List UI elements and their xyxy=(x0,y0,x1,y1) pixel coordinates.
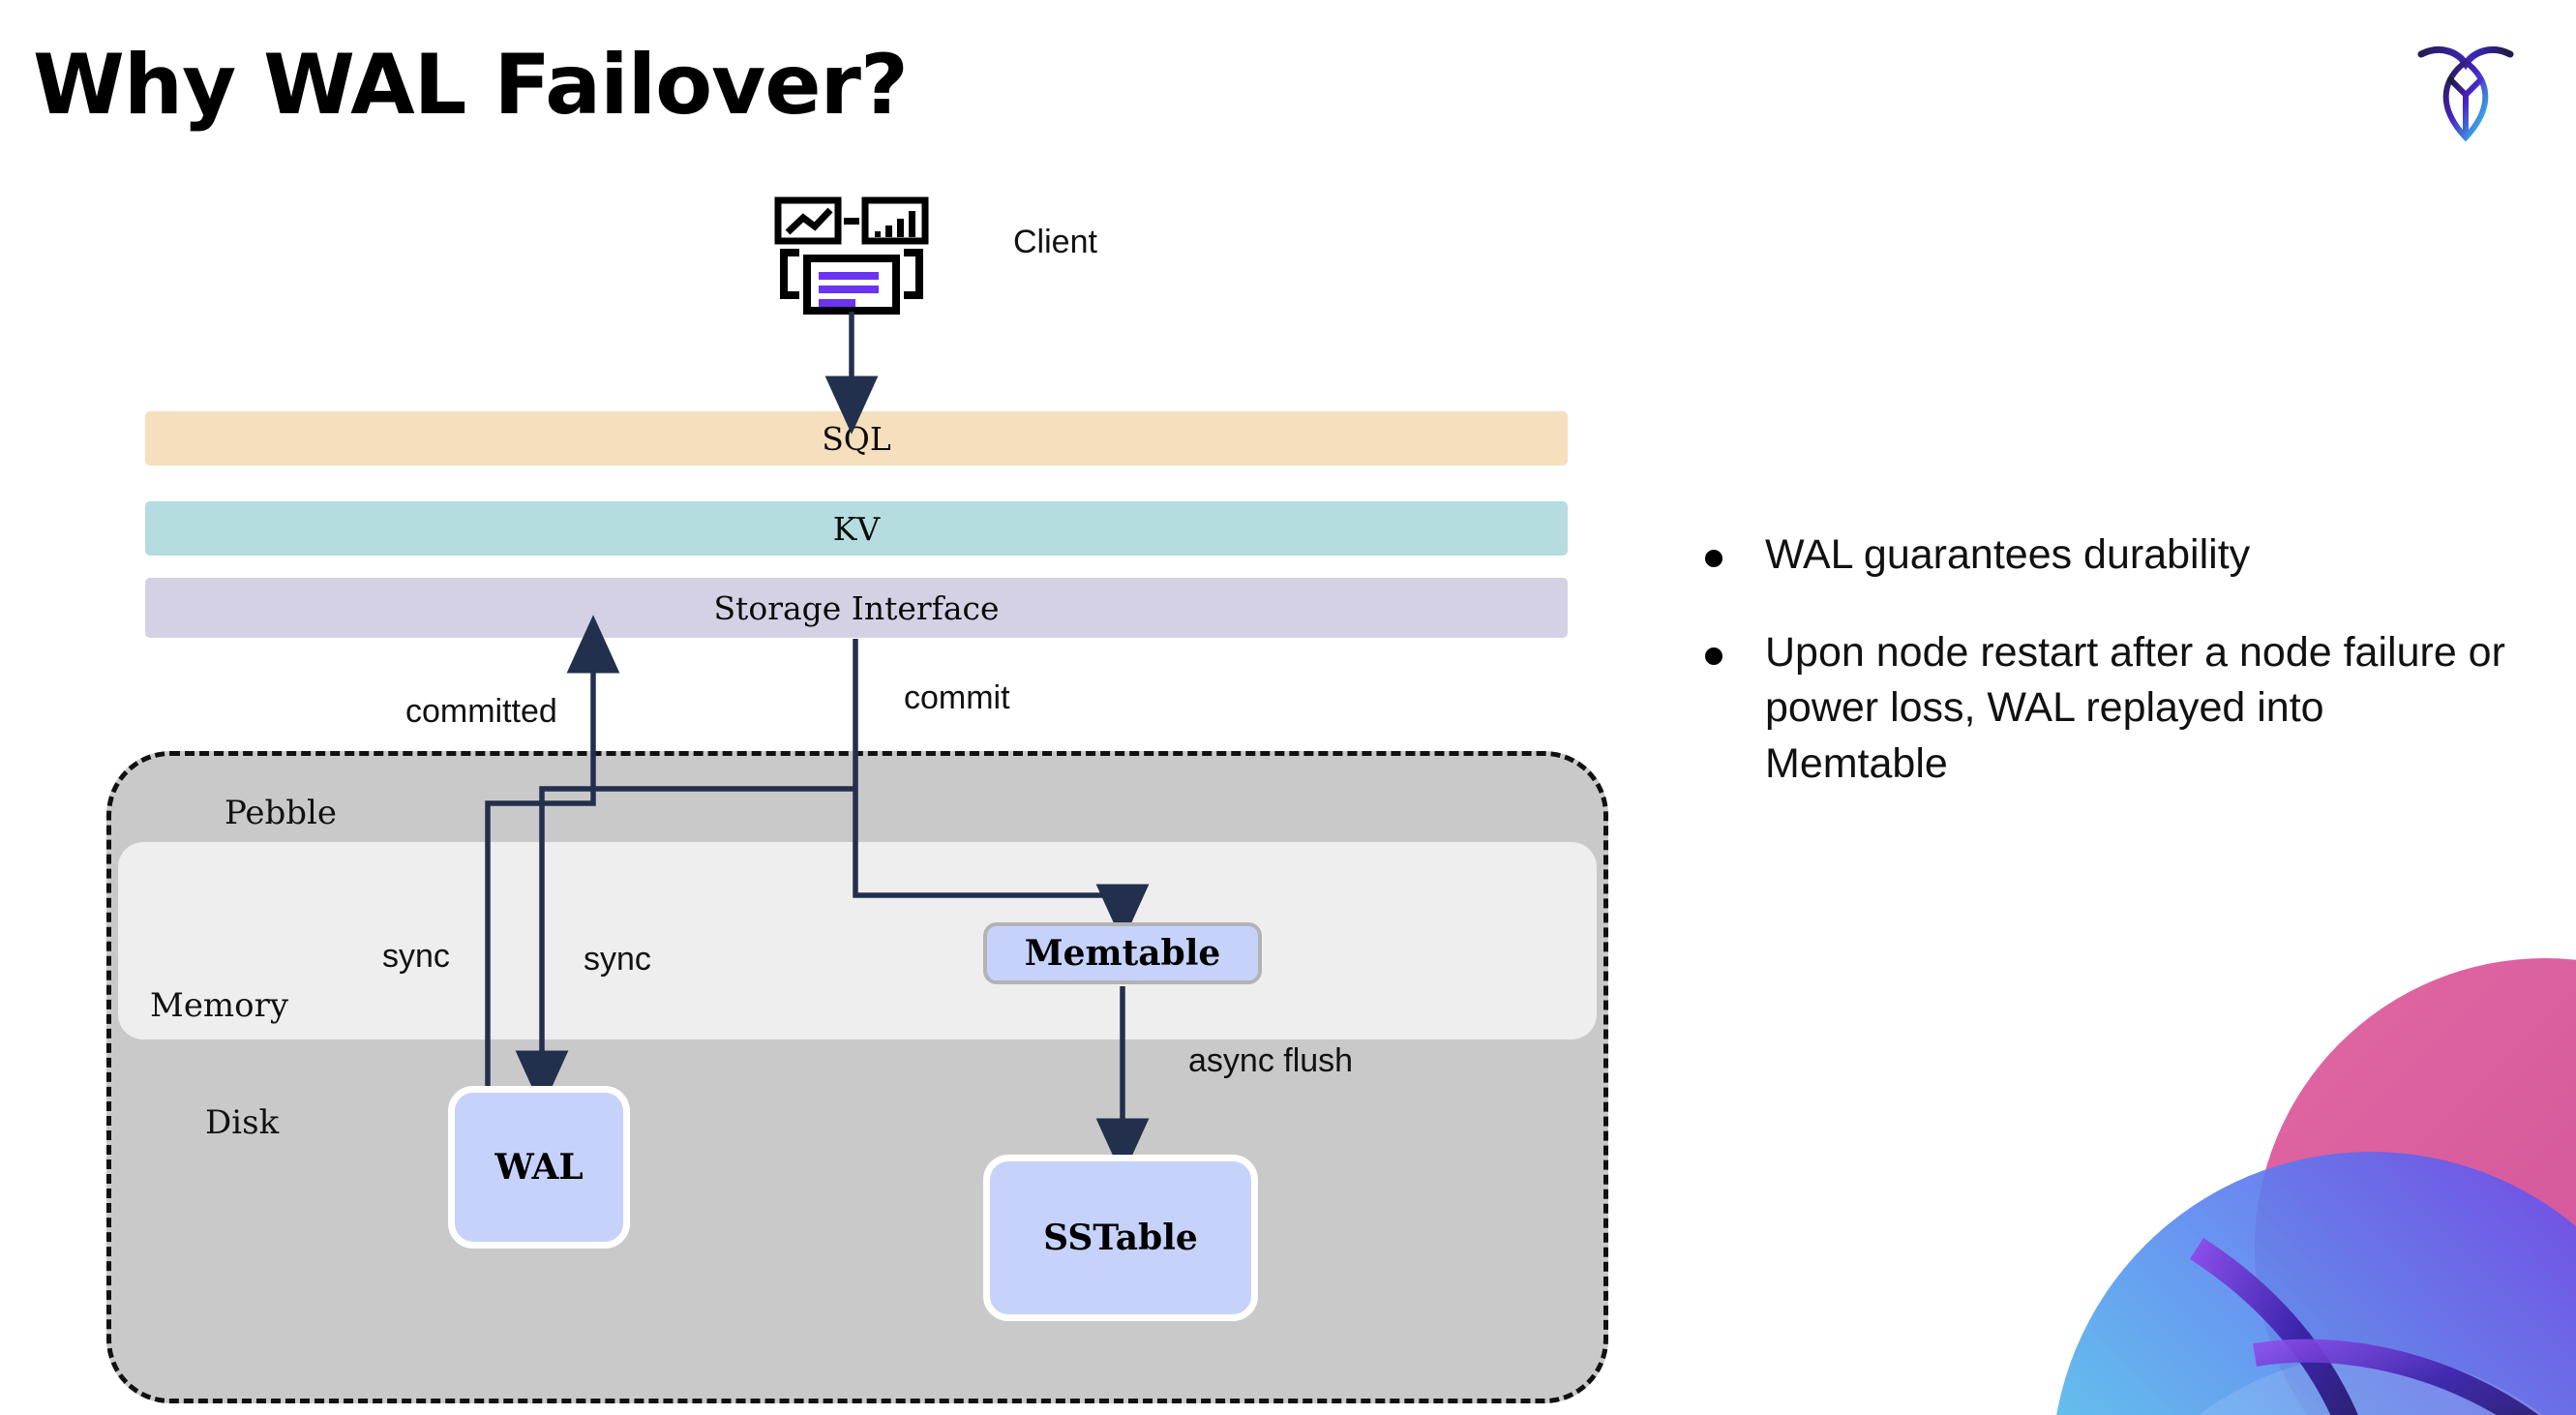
client-label: Client xyxy=(1013,224,1097,260)
layer-bar-kv: KV xyxy=(145,501,1568,556)
disk-label: Disk xyxy=(205,1103,280,1142)
edge-label-sync-right: sync xyxy=(584,941,651,978)
layer-label-sql: SQL xyxy=(822,419,891,458)
client-dashboard-icon xyxy=(774,196,929,315)
edge-label-commit: commit xyxy=(904,679,1010,716)
edge-label-async-flush: async flush xyxy=(1188,1042,1354,1079)
list-item: Upon node restart after a node failure o… xyxy=(1705,625,2518,792)
cockroachdb-watermark-icon xyxy=(1964,929,2576,1415)
node-sstable-label: SSTable xyxy=(1043,1218,1198,1258)
list-item: WAL guarantees durability xyxy=(1705,527,2518,583)
node-memtable: Memtable xyxy=(983,922,1262,984)
edge-label-committed: committed xyxy=(405,693,557,730)
bullet-dot-icon xyxy=(1705,647,1722,666)
edge-label-sync-left: sync xyxy=(382,938,450,975)
page-title: Why WAL Failover? xyxy=(33,37,909,134)
bullet-dot-icon xyxy=(1705,550,1722,567)
bullet-list: WAL guarantees durability Upon node rest… xyxy=(1705,527,2518,834)
bullet-text: WAL guarantees durability xyxy=(1765,531,2251,578)
layer-label-kv: KV xyxy=(832,509,881,548)
cockroachdb-logo-icon xyxy=(2408,33,2524,149)
layer-label-storage-interface: Storage Interface xyxy=(713,588,1000,627)
node-sstable: SSTable xyxy=(983,1155,1258,1321)
layer-bar-sql: SQL xyxy=(145,411,1568,466)
memory-region xyxy=(118,842,1597,1039)
bullet-text: Upon node restart after a node failure o… xyxy=(1765,629,2505,787)
memory-label: Memory xyxy=(150,986,289,1025)
node-memtable-label: Memtable xyxy=(1024,933,1221,974)
node-wal-label: WAL xyxy=(494,1147,584,1188)
pebble-label: Pebble xyxy=(225,794,337,832)
node-wal: WAL xyxy=(448,1086,630,1249)
layer-bar-storage-interface: Storage Interface xyxy=(145,578,1568,638)
